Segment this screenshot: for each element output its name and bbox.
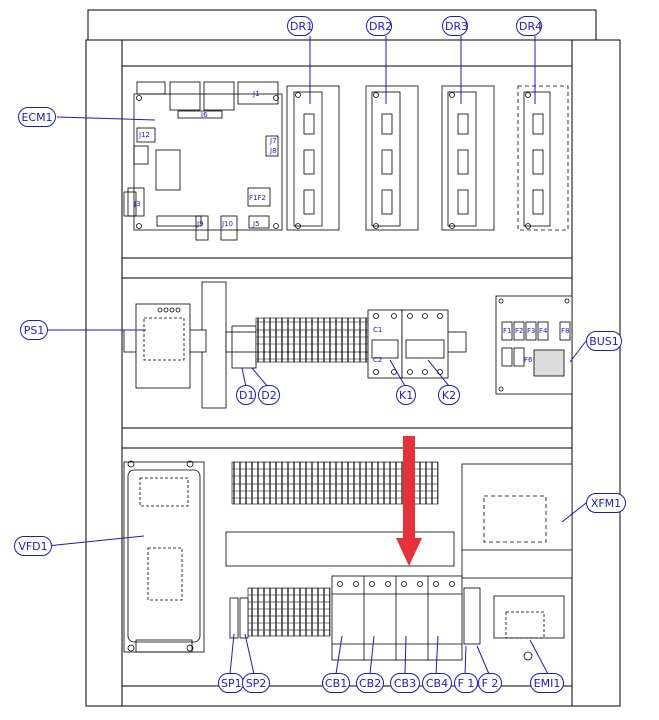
drive-dr3: [441, 85, 495, 231]
label-contactor-c1: C1: [373, 326, 383, 334]
callout-dr2: DR2: [366, 16, 392, 36]
ecm1-board: [123, 81, 283, 241]
label-ecm-j5: J5: [253, 220, 260, 228]
label-ecm-j8: J8: [270, 147, 277, 155]
callout-d1: D1: [236, 385, 256, 405]
callout-cb3: CB3: [390, 673, 420, 693]
label-ecm-j9: J9: [197, 220, 204, 228]
label-ecm-j6: J6: [201, 111, 208, 119]
label-ecm-j12: J12: [139, 131, 150, 139]
label-ecm-j1: J1: [253, 90, 260, 98]
label-ecm-f1f2: F1F2: [249, 194, 266, 202]
callout-cb4: CB4: [422, 673, 452, 693]
label-contactor-c2: C2: [373, 356, 383, 364]
label-bus-f4: F4: [539, 327, 548, 335]
terminal-strip-upper: [255, 317, 369, 363]
callout-cb2: CB2: [356, 673, 384, 693]
label-bus-f3: F3: [527, 327, 536, 335]
contactors: [367, 309, 449, 379]
callout-emi1: EMI1: [530, 673, 564, 693]
callout-xfm1: XFM1: [586, 493, 626, 513]
callout-k2: K2: [438, 385, 460, 405]
drive-dr4: [517, 85, 569, 231]
callout-f2: F 2: [478, 673, 502, 693]
label-bus-f1: F1: [503, 327, 512, 335]
emi1-filter: [493, 595, 565, 661]
callout-dr1: DR1: [287, 16, 313, 36]
callout-dr4: DR4: [516, 16, 542, 36]
callout-cb1: CB1: [322, 673, 350, 693]
callout-dr3: DR3: [442, 16, 468, 36]
drive-dr1: [286, 85, 340, 231]
callout-ecm1: ECM1: [18, 107, 56, 127]
callout-bus1: BUS1: [586, 331, 622, 351]
callout-ps1: PS1: [20, 320, 48, 340]
terminal-strip-bottom: [247, 587, 331, 637]
label-bus-f6: F6: [524, 356, 533, 364]
red-arrow: [396, 436, 422, 566]
label-ecm-j7: J7: [270, 137, 277, 145]
callout-d2: D2: [258, 385, 280, 405]
bus1-module: [495, 295, 573, 395]
duct-and-transformer: [225, 463, 573, 579]
callout-k1: K1: [396, 385, 416, 405]
label-ecm-j10: J10: [222, 220, 233, 228]
callout-vfd1: VFD1: [14, 536, 52, 556]
label-ecm-j3: J3: [134, 200, 141, 208]
drive-dr2: [365, 85, 419, 231]
circuit-breakers: [331, 575, 481, 661]
label-bus-f8: F8: [561, 327, 570, 335]
label-bus-f2: F2: [515, 327, 524, 335]
callout-sp2: SP2: [242, 673, 270, 693]
callout-sp1: SP1: [218, 673, 244, 693]
callout-f1: F 1: [454, 673, 478, 693]
vfd1-unit: [123, 460, 205, 653]
leader-lines: [46, 36, 587, 675]
